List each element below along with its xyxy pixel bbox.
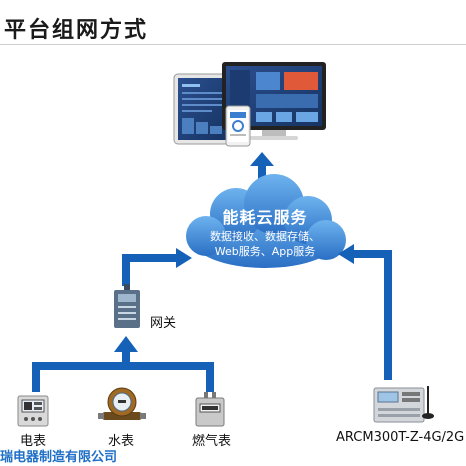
cloud-title: 能耗云服务 [222, 208, 308, 227]
gateway-label: 网关 [150, 316, 177, 331]
arcm300t-device-icon [373, 386, 434, 423]
monitor-device [222, 62, 326, 140]
water-meter-label: 水表 [108, 434, 135, 449]
gas-meter-icon [195, 392, 225, 427]
company-watermark: 瑞电器制造有限公司 [0, 450, 118, 465]
title-divider [0, 44, 466, 45]
gas-meter-label: 燃气表 [192, 434, 232, 449]
electric-meter-label: 电表 [20, 434, 47, 449]
tablet-device [173, 73, 231, 145]
cloud-shape [186, 174, 346, 268]
page-title: 平台组网方式 [4, 18, 149, 43]
electric-meter-icon [17, 395, 49, 427]
arrow-gateway-to-cloud [122, 248, 192, 286]
arrow-meters-to-gateway [32, 336, 214, 392]
arrow-cloud-to-devices [250, 152, 274, 186]
device-model-label: ARCM300T-Z-4G/2G [336, 430, 465, 445]
phone-device [225, 105, 251, 147]
cloud-services-line-2: Web服务、App服务 [214, 245, 316, 258]
gateway-device [114, 284, 140, 328]
cloud-services-line-1: 数据接收、数据存储、 [210, 230, 320, 243]
arrow-device-to-cloud [338, 244, 392, 380]
water-meter-icon [98, 387, 146, 420]
